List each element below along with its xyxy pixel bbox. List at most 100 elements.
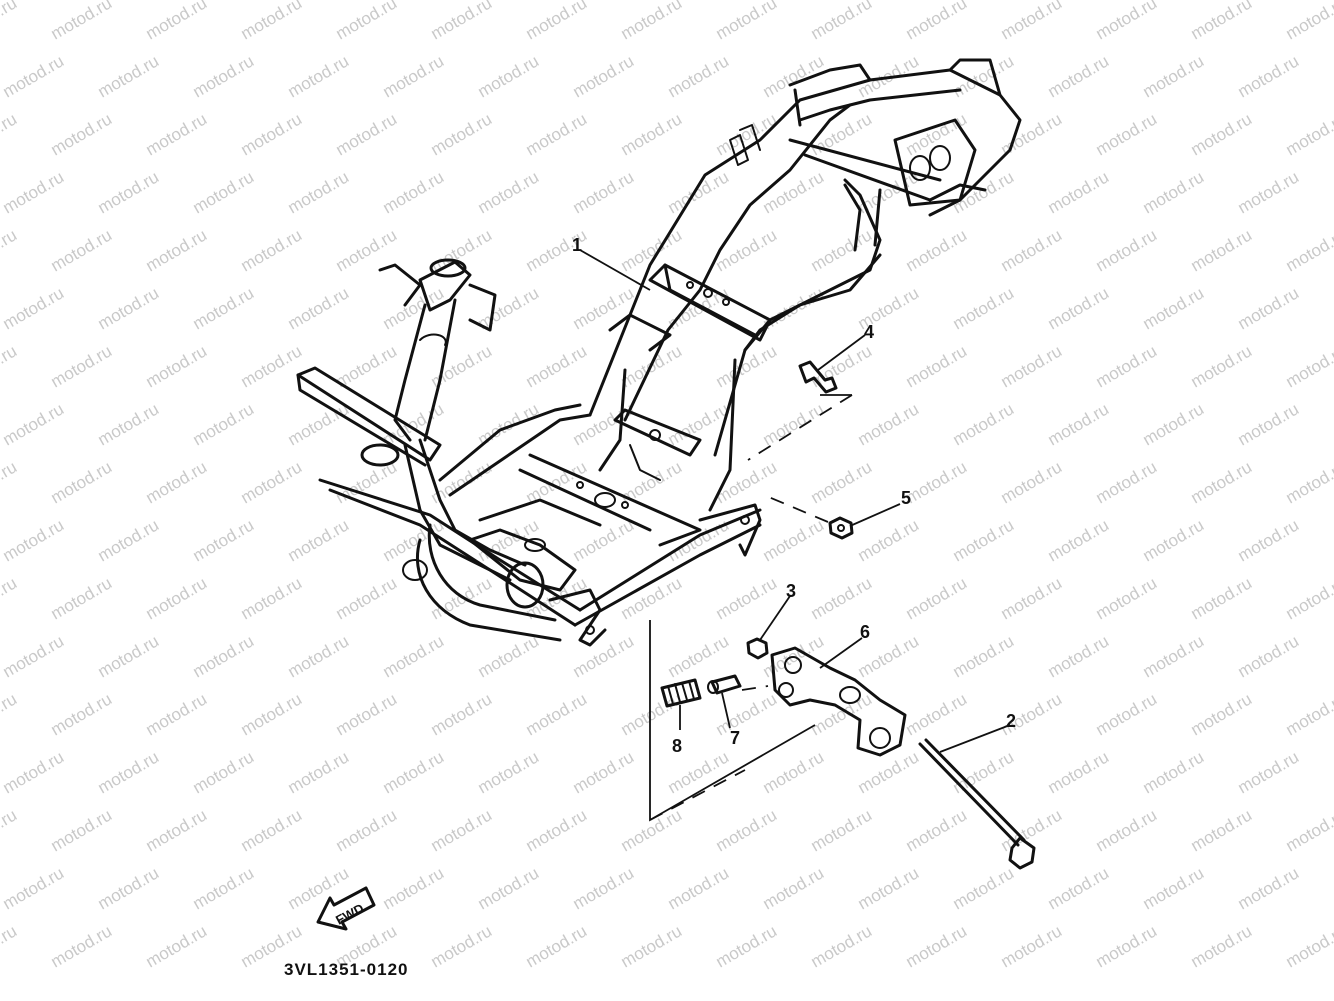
watermark-text: motod.ru	[998, 0, 1066, 43]
watermark-text: motod.ru	[190, 631, 258, 681]
watermark-text: motod.ru	[903, 573, 971, 623]
watermark-text: motod.ru	[190, 51, 258, 101]
watermark-text: motod.ru	[808, 573, 876, 623]
nut-part-5	[828, 516, 854, 540]
watermark-text: motod.ru	[475, 631, 543, 681]
watermark-text: motod.ru	[618, 225, 686, 275]
watermark-text: motod.ru	[760, 863, 828, 913]
watermark-text: motod.ru	[760, 167, 828, 217]
watermark-text: motod.ru	[713, 805, 781, 855]
watermark-layer: motod.ru motod.ru motod.ru motod.ru motod.ru…	[0, 0, 1334, 971]
watermark-text: motod.ru	[475, 747, 543, 797]
watermark-text: motod.ru	[713, 225, 781, 275]
watermark-text: motod.ru	[1188, 0, 1256, 43]
watermark-text: motod.ru	[1045, 399, 1113, 449]
watermark-text: motod.ru	[1093, 457, 1161, 507]
watermark-text: motod.ru	[428, 573, 496, 623]
watermark-text: motod.ru	[1140, 631, 1208, 681]
watermark-text: motod.ru	[238, 0, 306, 43]
watermark-text: motod.ru	[380, 631, 448, 681]
watermark-text: motod.ru	[1283, 0, 1334, 43]
watermark-text: motod.ru	[428, 805, 496, 855]
watermark-text: motod.ru	[143, 921, 211, 971]
watermark-text: motod.ru	[428, 921, 496, 971]
leader-lines	[579, 249, 1011, 822]
watermark-text: motod.ru	[1235, 399, 1303, 449]
watermark-text: motod.ru	[1235, 167, 1303, 217]
watermark-text: motod.ru	[665, 167, 733, 217]
watermark-text: motod.ru	[238, 109, 306, 159]
watermark-text: motod.ru	[380, 863, 448, 913]
watermark-text: motod.ru	[1045, 167, 1113, 217]
watermark-text: motod.ru	[1140, 167, 1208, 217]
watermark-text: motod.ru	[1283, 689, 1334, 739]
callout-3: 3	[786, 581, 796, 601]
watermark-text: motod.ru	[0, 51, 67, 101]
watermark-text: motod.ru	[1188, 225, 1256, 275]
watermark-text: motod.ru	[1140, 747, 1208, 797]
watermark-text: motod.ru	[760, 399, 828, 449]
watermark-text: motod.ru	[285, 631, 353, 681]
watermark-text: motod.ru	[95, 399, 163, 449]
watermark-text: motod.ru	[570, 167, 638, 217]
watermark-text: motod.ru	[998, 805, 1066, 855]
watermark-text: motod.ru	[1188, 689, 1256, 739]
watermark-text: motod.ru	[0, 747, 67, 797]
watermark-text: motod.ru	[143, 225, 211, 275]
callout-6: 6	[860, 622, 870, 642]
long-bolt-part-2	[918, 738, 1036, 870]
engine-bracket-part-6	[770, 646, 907, 757]
watermark-text: motod.ru	[855, 747, 923, 797]
watermark-text: motod.ru	[285, 515, 353, 565]
watermark-text: motod.ru	[760, 515, 828, 565]
watermark-text: motod.ru	[618, 457, 686, 507]
watermark-text: motod.ru	[428, 0, 496, 43]
watermark-text: motod.ru	[475, 167, 543, 217]
watermark-text: motod.ru	[0, 805, 20, 855]
watermark-text: motod.ru	[618, 109, 686, 159]
watermark-text: motod.ru	[1235, 515, 1303, 565]
watermark-text: motod.ru	[95, 515, 163, 565]
watermark-text: motod.ru	[285, 747, 353, 797]
watermark-text: motod.ru	[333, 689, 401, 739]
watermark-text: motod.ru	[998, 921, 1066, 971]
watermark-text: motod.ru	[380, 167, 448, 217]
watermark-text: motod.ru	[855, 863, 923, 913]
watermark-text: motod.ru	[0, 457, 20, 507]
watermark-text: motod.ru	[713, 573, 781, 623]
watermark-text: motod.ru	[0, 863, 67, 913]
watermark-text: motod.ru	[475, 863, 543, 913]
watermark-text: motod.ru	[0, 921, 20, 971]
watermark-text: motod.ru	[143, 457, 211, 507]
callout-4: 4	[864, 322, 874, 342]
watermark-text: motod.ru	[48, 109, 116, 159]
watermark-text: motod.ru	[1283, 921, 1334, 971]
watermark-text: motod.ru	[238, 225, 306, 275]
watermark-text: motod.ru	[238, 573, 306, 623]
watermark-text: motod.ru	[523, 341, 591, 391]
watermark-text: motod.ru	[238, 457, 306, 507]
watermark-text: motod.ru	[1283, 457, 1334, 507]
watermark-text: motod.ru	[855, 399, 923, 449]
watermark-text: motod.ru	[523, 921, 591, 971]
watermark-text: motod.ru	[48, 689, 116, 739]
watermark-text: motod.ru	[950, 283, 1018, 333]
watermark-text: motod.ru	[1140, 51, 1208, 101]
watermark-text: motod.ru	[808, 921, 876, 971]
watermark-text: motod.ru	[950, 399, 1018, 449]
watermark-text: motod.ru	[48, 573, 116, 623]
watermark-text: motod.ru	[665, 631, 733, 681]
watermark-text: motod.ru	[95, 51, 163, 101]
watermark-text: motod.ru	[618, 921, 686, 971]
watermark-text: motod.ru	[618, 805, 686, 855]
watermark-text: motod.ru	[333, 805, 401, 855]
watermark-text: motod.ru	[333, 573, 401, 623]
watermark-text: motod.ru	[903, 0, 971, 43]
watermark-text: motod.ru	[48, 225, 116, 275]
watermark-text: motod.ru	[1283, 341, 1334, 391]
watermark-text: motod.ru	[1283, 225, 1334, 275]
watermark-text: motod.ru	[285, 399, 353, 449]
watermark-text: motod.ru	[0, 631, 67, 681]
watermark-text: motod.ru	[903, 921, 971, 971]
watermark-text: motod.ru	[523, 109, 591, 159]
